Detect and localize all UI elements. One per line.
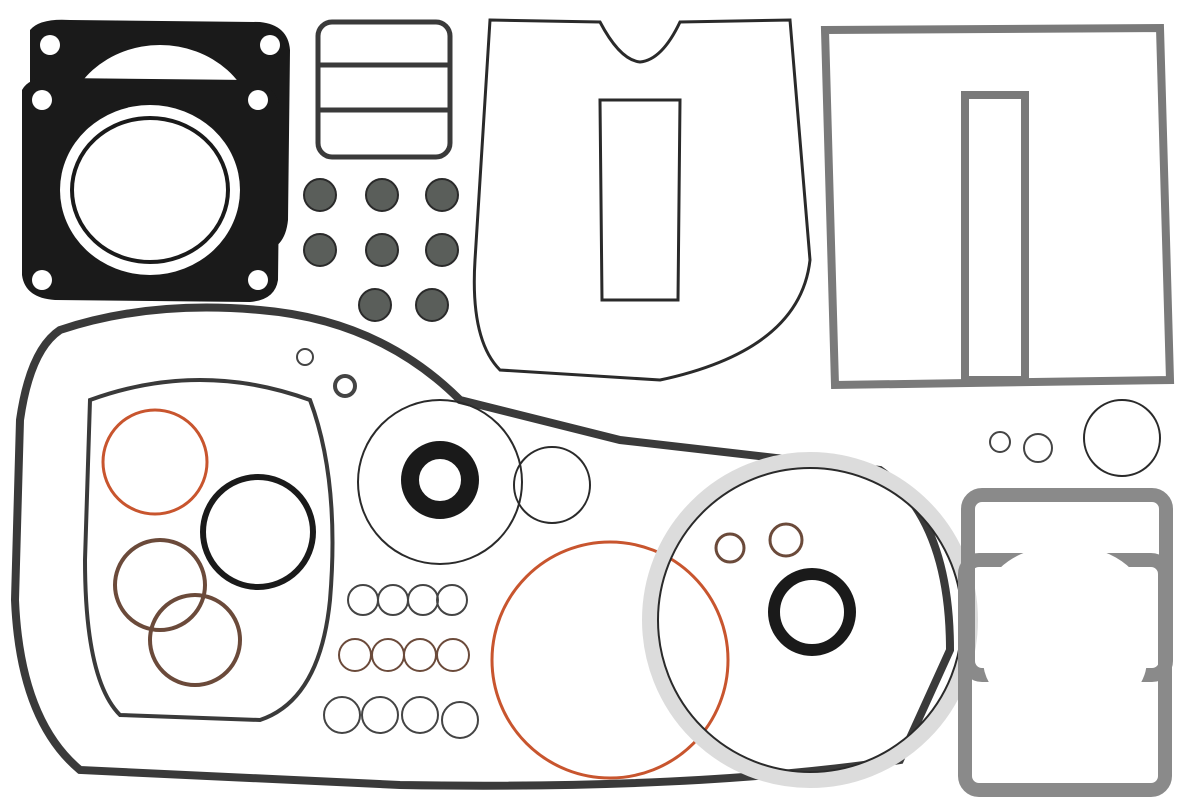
steel-head-gasket-bores [983, 545, 1147, 720]
brown-ring-2 [148, 593, 242, 687]
oil-seal [401, 441, 479, 519]
large-o-ring [357, 399, 523, 565]
black-head-gasket-front [22, 77, 280, 302]
pushrod-gasket [315, 19, 453, 160]
inner-cover-gasket [82, 378, 335, 723]
valve-stem-seals [303, 178, 459, 322]
brown-ring-1 [113, 538, 207, 632]
orange-o-ring [101, 408, 209, 516]
thin-o-ring [513, 446, 591, 524]
black-o-ring [200, 474, 316, 590]
rocker-cover-gasket [472, 18, 812, 382]
orange-large-ring [490, 540, 730, 780]
small-o-rings [296, 348, 1161, 739]
rocker-base-gasket [820, 23, 1175, 390]
